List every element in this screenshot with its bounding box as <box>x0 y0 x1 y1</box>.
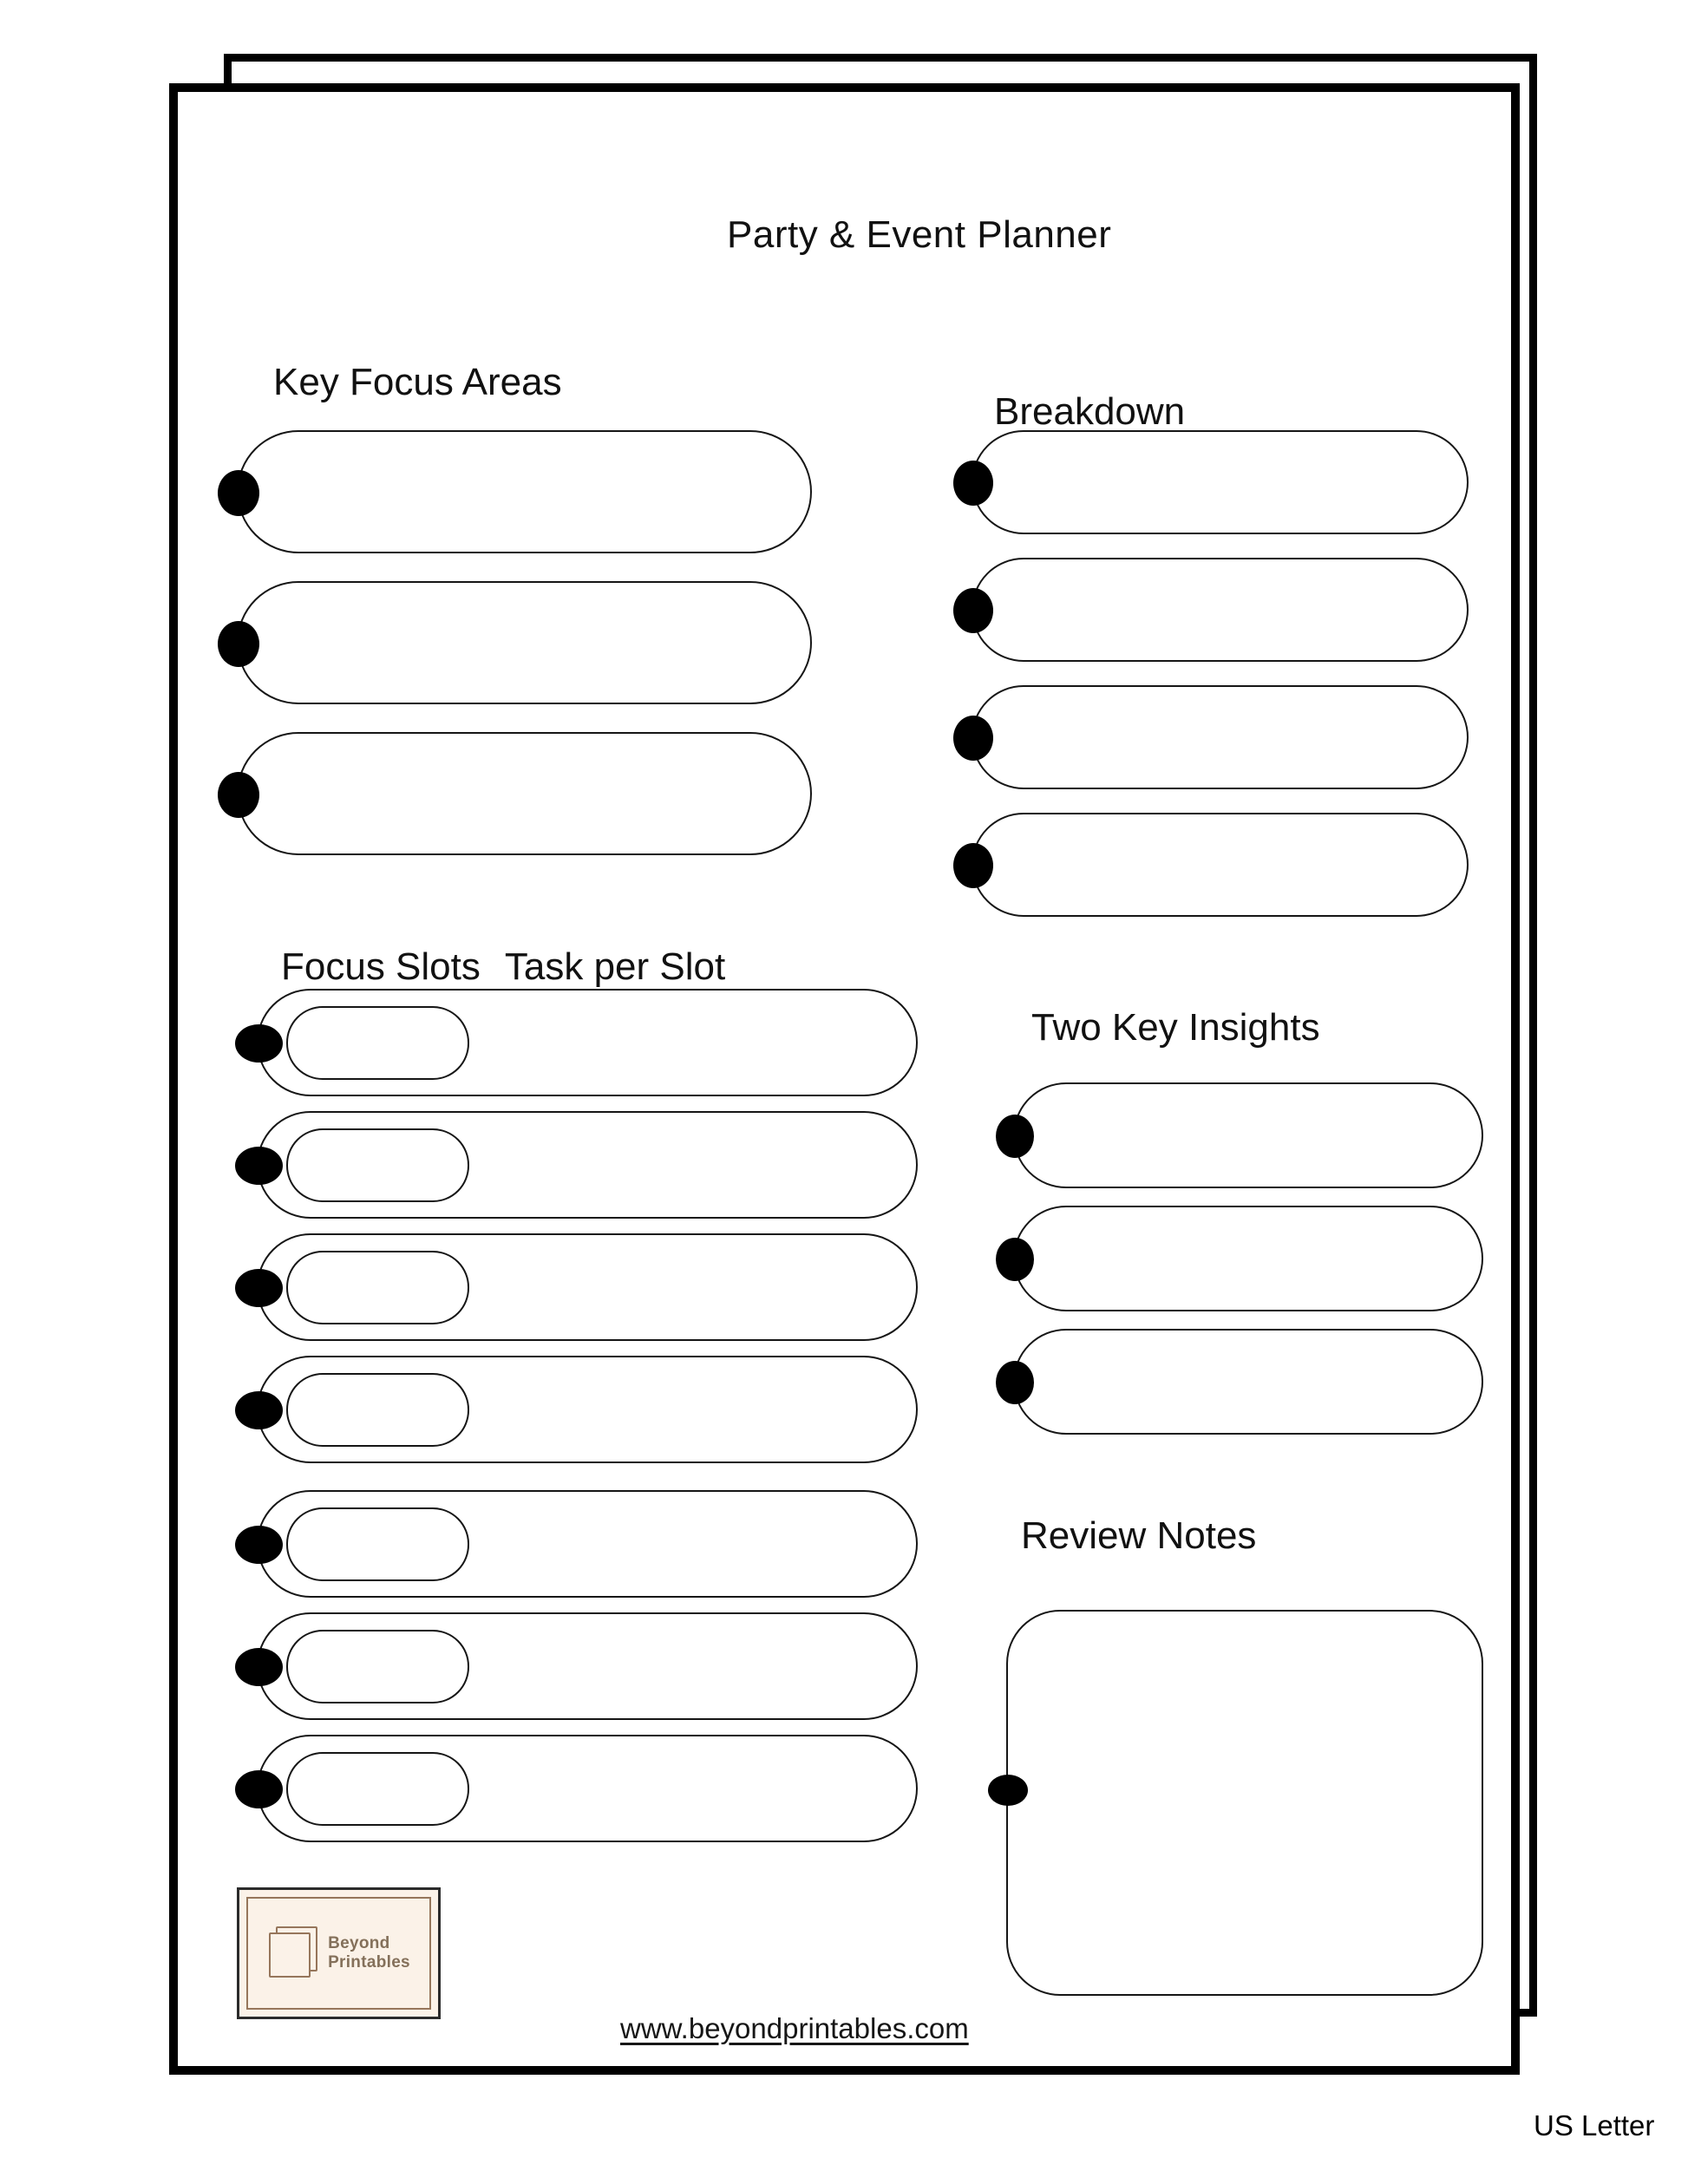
two-key-insights-heading: Two Key Insights <box>1031 1006 1320 1049</box>
logo-wordmark: Beyond Printables <box>328 1934 410 1973</box>
bullet-dot <box>953 716 993 761</box>
focus-slot-row[interactable] <box>235 1735 918 1842</box>
insight-pill[interactable] <box>996 1206 1483 1311</box>
bullet-dot <box>218 621 259 667</box>
focus-slot-row[interactable] <box>235 1356 918 1463</box>
task-per-slot-label: Task per Slot <box>504 945 726 988</box>
key-focus-list <box>218 430 812 883</box>
breakdown-pill[interactable] <box>953 558 1469 662</box>
key-focus-areas-heading: Key Focus Areas <box>273 361 562 403</box>
focus-slot-row[interactable] <box>235 1490 918 1598</box>
page-title: Party & Event Planner <box>727 213 1112 256</box>
slot-label-pill[interactable] <box>286 1251 469 1324</box>
bullet-dot <box>235 1770 283 1808</box>
breakdown-list <box>953 430 1469 940</box>
bullet-dot <box>996 1238 1034 1281</box>
bullet-dot <box>235 1024 283 1063</box>
key-focus-pill[interactable] <box>218 732 812 855</box>
breakdown-heading: Breakdown <box>994 390 1186 433</box>
bullet-dot <box>996 1361 1034 1404</box>
breakdown-pill[interactable] <box>953 430 1469 534</box>
focus-slots-list <box>235 989 918 1857</box>
beyond-printables-logo: Beyond Printables <box>237 1887 441 2019</box>
focus-slot-row[interactable] <box>235 1612 918 1720</box>
review-notes-heading: Review Notes <box>1021 1514 1257 1557</box>
bullet-dot <box>235 1526 283 1564</box>
insights-list <box>996 1082 1483 1452</box>
bullet-dot <box>235 1269 283 1307</box>
focus-slot-row[interactable] <box>235 1111 918 1219</box>
bullet-dot <box>953 588 993 633</box>
slot-label-pill[interactable] <box>286 1373 469 1447</box>
slot-label-pill[interactable] <box>286 1507 469 1581</box>
insight-pill[interactable] <box>996 1082 1483 1188</box>
insight-pill[interactable] <box>996 1329 1483 1435</box>
logo-line2: Printables <box>328 1953 410 1971</box>
focus-slots-label: Focus Slots <box>281 945 481 988</box>
bullet-dot <box>953 461 993 506</box>
bullet-dot <box>235 1147 283 1185</box>
review-notes-field[interactable] <box>988 1610 1483 1996</box>
slot-label-pill[interactable] <box>286 1128 469 1202</box>
focus-slot-row[interactable] <box>235 1233 918 1341</box>
footer-website-link[interactable]: www.beyondprintables.com <box>620 2012 969 2044</box>
slot-label-pill[interactable] <box>286 1006 469 1080</box>
logo-inner-frame: Beyond Printables <box>246 1897 431 2010</box>
key-focus-pill[interactable] <box>218 581 812 704</box>
breakdown-pill[interactable] <box>953 685 1469 789</box>
slot-label-pill[interactable] <box>286 1752 469 1826</box>
bullet-dot <box>218 772 259 818</box>
key-focus-pill[interactable] <box>218 430 812 553</box>
bullet-dot <box>988 1775 1028 1806</box>
bullet-dot <box>235 1648 283 1686</box>
breakdown-pill[interactable] <box>953 813 1469 917</box>
focus-slot-row[interactable] <box>235 989 918 1096</box>
focus-slots-heading: Focus Slots Task per Slot <box>281 945 725 989</box>
bullet-dot <box>953 843 993 888</box>
bullet-dot <box>218 470 259 516</box>
bullet-dot <box>996 1115 1034 1158</box>
logo-line1: Beyond <box>328 1933 390 1952</box>
bullet-dot <box>235 1391 283 1429</box>
slot-label-pill[interactable] <box>286 1630 469 1703</box>
paper-size-label: US Letter <box>1534 2109 1655 2141</box>
pages-icon <box>267 1926 321 1980</box>
